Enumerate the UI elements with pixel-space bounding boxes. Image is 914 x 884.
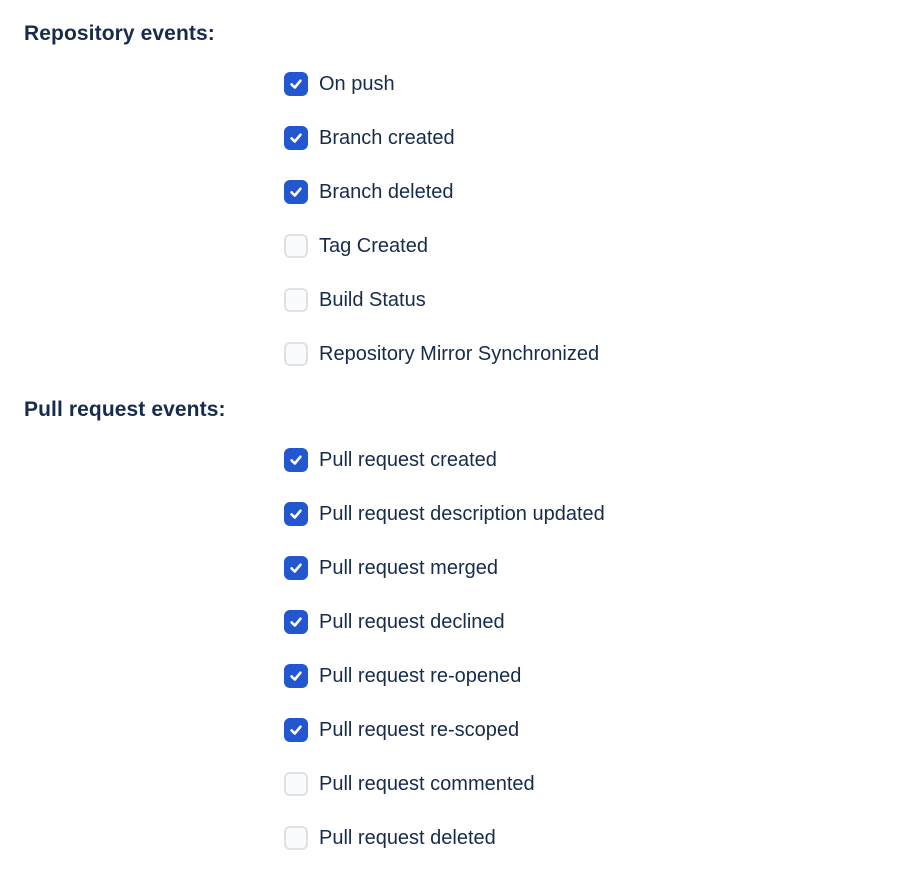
repository-events-heading: Repository events: [24, 22, 215, 45]
checkmark-icon [289, 131, 303, 145]
checkbox-unchecked[interactable] [284, 342, 308, 366]
checkbox-row[interactable]: Pull request deleted [284, 826, 496, 850]
checkmark-icon [289, 669, 303, 683]
checkbox-label: Tag Created [319, 235, 428, 257]
checkbox-checked[interactable] [284, 556, 308, 580]
checkbox-label: Pull request declined [319, 611, 505, 633]
checkbox-unchecked[interactable] [284, 772, 308, 796]
checkbox-row[interactable]: Pull request created [284, 448, 497, 472]
checkbox-row[interactable]: Branch deleted [284, 180, 454, 204]
checkbox-row[interactable]: Pull request re-opened [284, 664, 521, 688]
checkbox-checked[interactable] [284, 72, 308, 96]
checkbox-label: Repository Mirror Synchronized [319, 343, 600, 365]
checkbox-checked[interactable] [284, 126, 308, 150]
checkbox-label: Pull request re-opened [319, 665, 522, 687]
checkbox-unchecked[interactable] [284, 234, 308, 258]
checkbox-row[interactable]: Pull request description updated [284, 502, 605, 526]
checkbox-row[interactable]: Pull request merged [284, 556, 498, 580]
checkbox-checked[interactable] [284, 448, 308, 472]
checkbox-label: On push [319, 73, 395, 95]
checkmark-icon [289, 561, 303, 575]
checkbox-row[interactable]: Tag Created [284, 234, 428, 258]
pull-request-events-heading: Pull request events: [24, 398, 226, 421]
checkbox-label: Pull request deleted [319, 827, 496, 849]
checkmark-icon [289, 185, 303, 199]
checkbox-label: Pull request description updated [319, 503, 605, 525]
checkbox-row[interactable]: Pull request re-scoped [284, 718, 519, 742]
checkbox-label: Pull request commented [319, 773, 535, 795]
checkbox-label: Pull request created [319, 449, 497, 471]
checkbox-row[interactable]: Build Status [284, 288, 426, 312]
checkmark-icon [289, 615, 303, 629]
checkbox-checked[interactable] [284, 718, 308, 742]
checkbox-checked[interactable] [284, 664, 308, 688]
checkmark-icon [289, 723, 303, 737]
checkbox-row[interactable]: Pull request declined [284, 610, 505, 634]
checkbox-checked[interactable] [284, 502, 308, 526]
checkbox-row[interactable]: On push [284, 72, 395, 96]
checkbox-label: Pull request re-scoped [319, 719, 520, 741]
checkbox-checked[interactable] [284, 610, 308, 634]
checkbox-unchecked[interactable] [284, 288, 308, 312]
checkbox-label: Branch created [319, 127, 455, 149]
checkmark-icon [289, 77, 303, 91]
checkbox-row[interactable]: Branch created [284, 126, 455, 150]
checkbox-label: Branch deleted [319, 181, 454, 203]
checkmark-icon [289, 453, 303, 467]
section-pull-request-events: Pull request events: Pull request create… [0, 396, 914, 850]
checkmark-icon [289, 507, 303, 521]
checkbox-label: Pull request merged [319, 557, 498, 579]
checkbox-checked[interactable] [284, 180, 308, 204]
checkbox-row[interactable]: Pull request commented [284, 772, 535, 796]
checkbox-row[interactable]: Repository Mirror Synchronized [284, 342, 599, 366]
checkbox-unchecked[interactable] [284, 826, 308, 850]
checkbox-label: Build Status [319, 289, 426, 311]
